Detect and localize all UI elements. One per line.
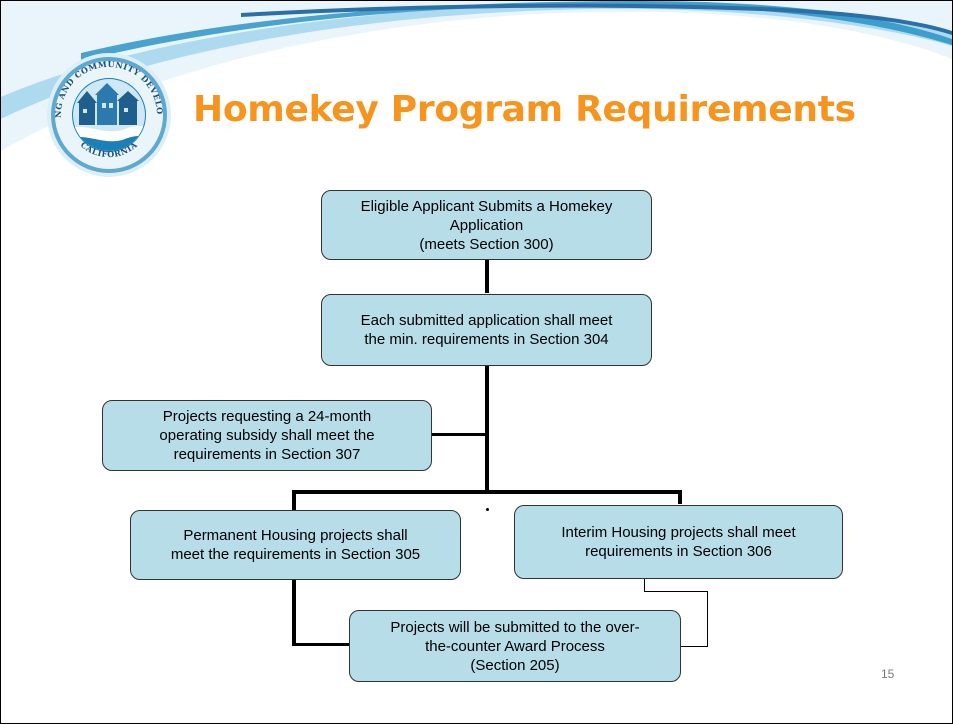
- connector-permanent-to-award: [292, 643, 351, 646]
- box-min-requirements: Each submitted application shall meet th…: [321, 294, 652, 366]
- box-permanent-housing: Permanent Housing projects shall meet th…: [130, 510, 461, 580]
- box-award-process: Projects will be submitted to the over- …: [349, 610, 681, 682]
- connector-permanent-down: [292, 579, 296, 646]
- box-award-process-text: Projects will be submitted to the over- …: [390, 618, 640, 674]
- hcd-seal-logo: HOUSING AND COMMUNITY DEVELOPMENT CALIFO…: [45, 51, 171, 177]
- connector-interim-to-award: [680, 646, 708, 647]
- connector-applicant-to-min: [485, 259, 489, 293]
- box-applicant-text: Eligible Applicant Submits a Homekey App…: [360, 197, 613, 253]
- box-operating-subsidy-text: Projects requesting a 24-month operating…: [159, 408, 375, 463]
- connector-interim-down: [644, 578, 645, 592]
- box-operating-subsidy: Projects requesting a 24-month operating…: [102, 400, 432, 471]
- box-min-requirements-text: Each submitted application shall meet th…: [360, 312, 613, 348]
- connector-to-subsidy: [431, 433, 487, 436]
- box-interim-housing-text: Interim Housing projects shall meet requ…: [561, 524, 796, 560]
- stray-dot: [486, 508, 489, 511]
- page-number: 15: [881, 667, 895, 681]
- box-interim-housing: Interim Housing projects shall meet requ…: [514, 505, 843, 579]
- connector-branch-horizontal: [292, 490, 682, 494]
- connector-main-trunk: [485, 365, 489, 493]
- slide-title: Homekey Program Requirements: [193, 89, 856, 130]
- box-permanent-housing-text: Permanent Housing projects shall meet th…: [170, 527, 421, 563]
- header-swoosh: [1, 1, 952, 151]
- connector-interim-right: [644, 591, 708, 592]
- connector-to-interim: [678, 490, 682, 504]
- connector-interim-side: [707, 591, 708, 647]
- connector-to-permanent: [292, 490, 296, 511]
- box-applicant-submits: Eligible Applicant Submits a Homekey App…: [321, 190, 652, 260]
